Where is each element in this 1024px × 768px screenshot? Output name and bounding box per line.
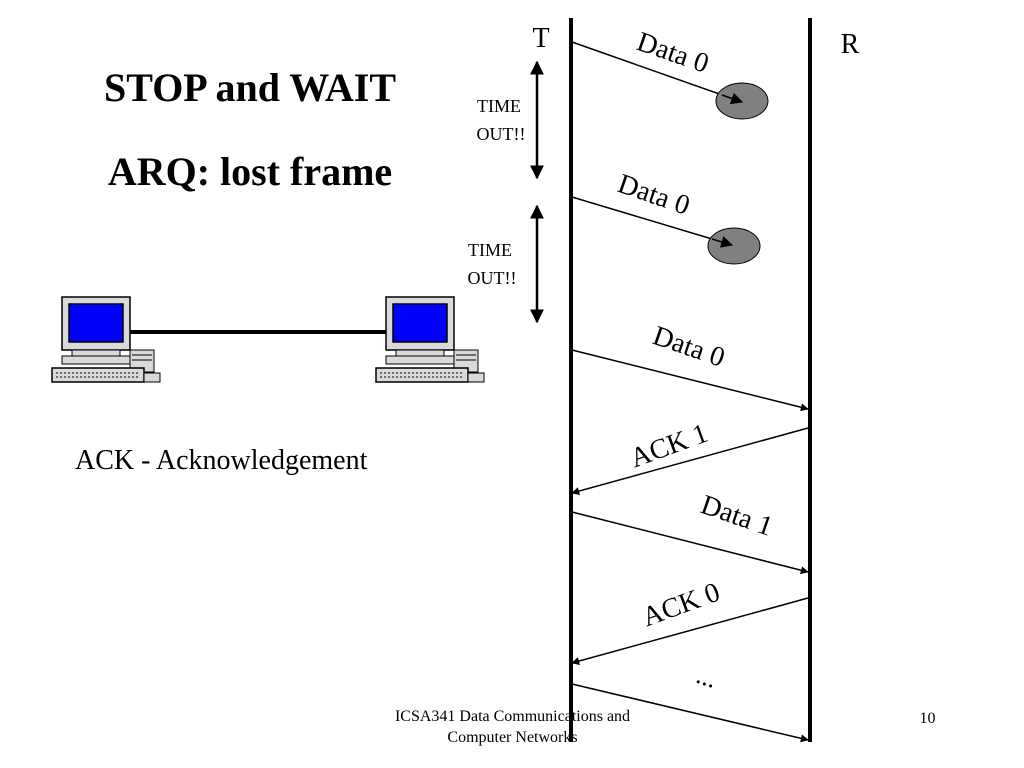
slide-title-line1: STOP and WAIT bbox=[103, 65, 396, 110]
timeout-label-2-line1: TIME bbox=[468, 240, 512, 260]
message-arrow-2 bbox=[571, 196, 733, 247]
message-arrow-2-head bbox=[711, 236, 734, 248]
message-label-7: ... bbox=[693, 660, 721, 694]
lost-frame-marker-2 bbox=[707, 227, 761, 265]
page-number: 10 bbox=[919, 710, 936, 727]
message-arrow-3 bbox=[571, 349, 809, 412]
ack-definition: ACK - Acknowledgement bbox=[75, 445, 368, 476]
timeout-label-1-line2: OUT!! bbox=[477, 124, 526, 144]
timeout-label-1-line1: TIME bbox=[477, 96, 521, 116]
receiver-label: R bbox=[841, 29, 860, 60]
computer-icon bbox=[375, 296, 485, 383]
message-label-5: Data 1 bbox=[697, 489, 777, 542]
message-arrow-6 bbox=[571, 597, 809, 665]
message-arrow-1-head bbox=[721, 92, 744, 105]
computer-icon bbox=[51, 296, 161, 383]
message-arrow-4 bbox=[571, 427, 809, 495]
transmitter-label: T bbox=[532, 23, 549, 54]
message-arrow-1 bbox=[571, 41, 743, 104]
message-arrow-5 bbox=[571, 511, 809, 575]
message-label-1: Data 0 bbox=[633, 26, 713, 79]
slide-title-line2: ARQ: lost frame bbox=[107, 149, 393, 194]
lost-frame-marker-1 bbox=[715, 82, 769, 120]
timeout-label-2-line2: OUT!! bbox=[468, 268, 517, 288]
footer-line2: Computer Networks bbox=[447, 729, 578, 746]
message-label-3: Data 0 bbox=[649, 320, 729, 373]
message-arrow-7 bbox=[571, 683, 809, 743]
